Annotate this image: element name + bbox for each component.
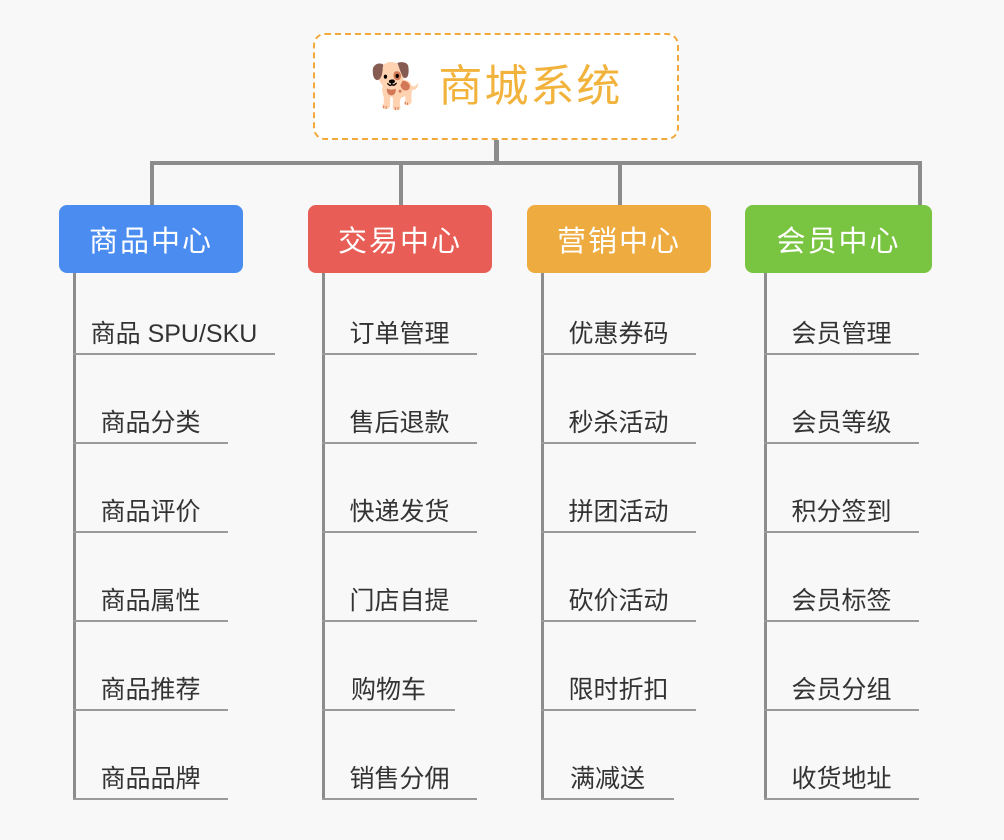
leaf-item[interactable]: 商品属性 [73,582,228,622]
leaf-label: 会员等级 [791,409,892,438]
category-header-member-center[interactable]: 会员中心 [745,205,932,273]
leaf-label: 售后退款 [349,409,450,438]
horizontal-bus-connector [150,161,922,165]
category-header-marketing-center[interactable]: 营销中心 [527,205,711,273]
leaf-label: 积分签到 [791,498,892,527]
leaf-label: 优惠券码 [568,320,669,349]
column-trunk [322,273,325,800]
leaf-label: 销售分佣 [349,765,450,794]
leaf-label: 砍价活动 [568,587,669,616]
leaf-item[interactable]: 积分签到 [764,493,919,533]
leaf-item[interactable]: 会员标签 [764,582,919,622]
leaf-item[interactable]: 会员等级 [764,404,919,444]
root-stem-connector [494,140,499,164]
leaf-label: 商品分类 [100,409,201,438]
leaf-item[interactable]: 售后退款 [322,404,477,444]
leaf-label: 满减送 [569,765,645,794]
category-title: 会员中心 [776,226,901,258]
leaf-item[interactable]: 快递发货 [322,493,477,533]
leaf-label: 商品 SPU/SKU [90,320,258,349]
leaf-item[interactable]: 会员管理 [764,315,919,355]
leaf-item[interactable]: 限时折扣 [541,671,696,711]
leaf-label: 拼团活动 [568,498,669,527]
category-title: 营销中心 [556,226,681,258]
leaf-item[interactable]: 秒杀活动 [541,404,696,444]
leaf-label: 商品推荐 [100,676,201,705]
leaf-item[interactable]: 订单管理 [322,315,477,355]
leaf-item[interactable]: 拼团活动 [541,493,696,533]
leaf-label: 订单管理 [349,320,450,349]
column-trunk [541,273,544,800]
leaf-label: 购物车 [350,676,426,705]
leaf-item[interactable]: 销售分佣 [322,760,477,800]
leaf-item[interactable]: 砍价活动 [541,582,696,622]
category-title: 交易中心 [337,226,462,258]
leaf-label: 会员标签 [791,587,892,616]
leaf-item[interactable]: 购物车 [322,671,455,711]
category-header-product-center[interactable]: 商品中心 [59,205,243,273]
leaf-item[interactable]: 商品品牌 [73,760,228,800]
root-title: 商城系统 [438,61,623,111]
leaf-label: 秒杀活动 [568,409,669,438]
shiba-dog-face-icon: 🐕 [369,61,425,111]
category-header-trade-center[interactable]: 交易中心 [308,205,492,273]
root-node[interactable]: 🐕 商城系统 [313,33,679,140]
drop-connector-1 [150,161,154,207]
column-trunk [764,273,767,800]
drop-connector-3 [618,161,622,207]
leaf-item[interactable]: 会员分组 [764,671,919,711]
leaf-label: 收货地址 [791,765,892,794]
leaf-item[interactable]: 商品分类 [73,404,228,444]
leaf-item[interactable]: 商品推荐 [73,671,228,711]
leaf-label: 门店自提 [349,587,450,616]
leaf-label: 商品属性 [100,587,201,616]
leaf-item[interactable]: 门店自提 [322,582,477,622]
leaf-item[interactable]: 满减送 [541,760,674,800]
leaf-label: 快递发货 [349,498,450,527]
category-title: 商品中心 [88,226,213,258]
leaf-item[interactable]: 优惠券码 [541,315,696,355]
leaf-item[interactable]: 商品 SPU/SKU [73,315,275,355]
column-trunk [73,273,76,800]
leaf-item[interactable]: 商品评价 [73,493,228,533]
leaf-label: 会员管理 [791,320,892,349]
drop-connector-4 [918,161,922,207]
leaf-label: 会员分组 [791,676,892,705]
drop-connector-2 [399,161,403,207]
leaf-label: 商品品牌 [100,765,201,794]
leaf-label: 商品评价 [100,498,201,527]
leaf-item[interactable]: 收货地址 [764,760,919,800]
leaf-label: 限时折扣 [568,676,669,705]
